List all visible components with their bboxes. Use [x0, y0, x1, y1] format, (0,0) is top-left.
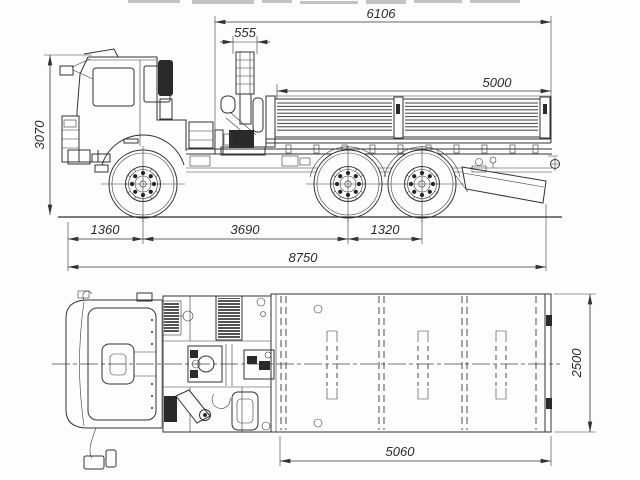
rear-post	[539, 96, 551, 139]
cab-step	[91, 153, 111, 163]
rear-wheel-2	[379, 145, 465, 223]
crane-cylinder	[252, 97, 264, 133]
middle-post	[393, 96, 404, 139]
dim-5000: 5000	[483, 75, 513, 90]
exhaust-box	[461, 166, 547, 204]
crane-mast	[235, 51, 255, 95]
dim-3070: 3070	[32, 120, 47, 150]
door-handle	[123, 138, 139, 144]
mirror-plan-top	[136, 292, 153, 302]
crane-side	[214, 51, 266, 156]
hinge-dots	[151, 319, 153, 409]
crane-boom-plan	[218, 298, 240, 338]
plan-dimensions: 5060 2500	[279, 293, 596, 466]
front-wheel-arch	[101, 134, 185, 166]
air-intake	[158, 60, 173, 96]
underbody-brackets	[285, 144, 539, 154]
cropped-title-fragment	[128, 0, 520, 4]
front-post	[265, 95, 276, 148]
dim-3690: 3690	[231, 222, 261, 237]
dim-555: 555	[234, 25, 256, 40]
crane-pump-unit	[187, 345, 223, 383]
wind-deflector	[83, 48, 119, 58]
mirror	[59, 65, 74, 76]
side-dimensions: 6106 555 5000 3070 1360 3690 1320 8750	[32, 6, 552, 270]
platform-side	[265, 95, 560, 204]
crane-rotator	[243, 349, 275, 380]
dim-6106: 6106	[367, 6, 397, 21]
dim-5060: 5060	[386, 444, 416, 459]
plan-view: 5060 2500	[52, 290, 596, 470]
equipment-plan	[162, 295, 275, 433]
side-window	[92, 67, 135, 107]
front-wheel	[100, 145, 186, 223]
folded-jib-plan	[175, 389, 211, 424]
roof-hatch	[101, 343, 135, 385]
cab-plan	[65, 290, 163, 470]
floor-center-marks	[326, 330, 507, 400]
side-view: 6106 555 5000 3070 1360 3690 1320 8750	[32, 6, 562, 271]
cab-side	[59, 48, 187, 173]
crane-base	[229, 130, 254, 148]
dim-8750: 8750	[289, 250, 319, 265]
platform-plan	[270, 293, 552, 433]
wheels-side	[67, 145, 547, 271]
board-dividers	[280, 296, 537, 430]
toolbox-plan	[231, 391, 259, 431]
dim-1360: 1360	[91, 222, 121, 237]
dim-1320: 1320	[371, 222, 401, 237]
rear-wheel-1	[305, 145, 391, 223]
headlight	[63, 119, 77, 128]
outrigger-leg	[214, 129, 224, 155]
dim-2500: 2500	[569, 348, 584, 379]
mirror-plan-bottom	[83, 455, 105, 470]
